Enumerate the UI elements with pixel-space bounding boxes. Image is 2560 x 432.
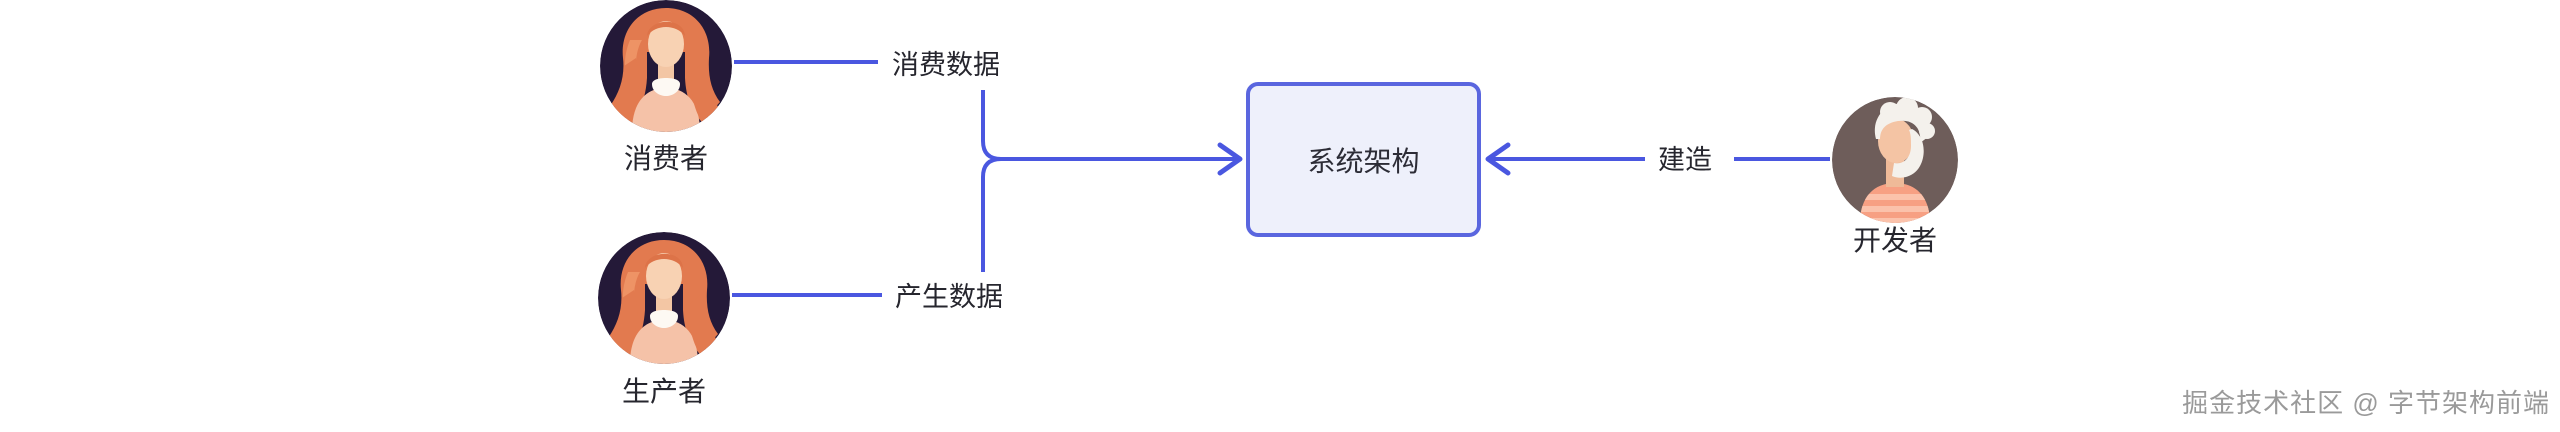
arrow-build-head [1485, 142, 1511, 176]
edge-label-consume-data: 消费数据 [888, 49, 1004, 81]
consumer-label: 消费者 [623, 143, 708, 174]
node-system-architecture: 系统架构 [1246, 82, 1481, 237]
system-architecture-label: 系统架构 [1307, 145, 1420, 177]
female-avatar-icon [600, 0, 732, 132]
consumer-avatar [600, 0, 732, 132]
producer-label: 生产者 [621, 376, 706, 407]
edge-label-build: 建造 [1654, 144, 1716, 176]
developer-label: 开发者 [1852, 225, 1937, 256]
producer-avatar [598, 232, 730, 364]
developer-avatar [1832, 97, 1958, 223]
merge-brace [981, 90, 1002, 272]
arrow-into-box-head [1217, 142, 1243, 176]
female-avatar-icon [598, 232, 730, 364]
watermark-text: 掘金技术社区 @ 字节架构前端 [2182, 388, 2550, 418]
male-avatar-icon [1832, 97, 1958, 223]
edge-label-produce-data: 产生数据 [891, 281, 1007, 313]
